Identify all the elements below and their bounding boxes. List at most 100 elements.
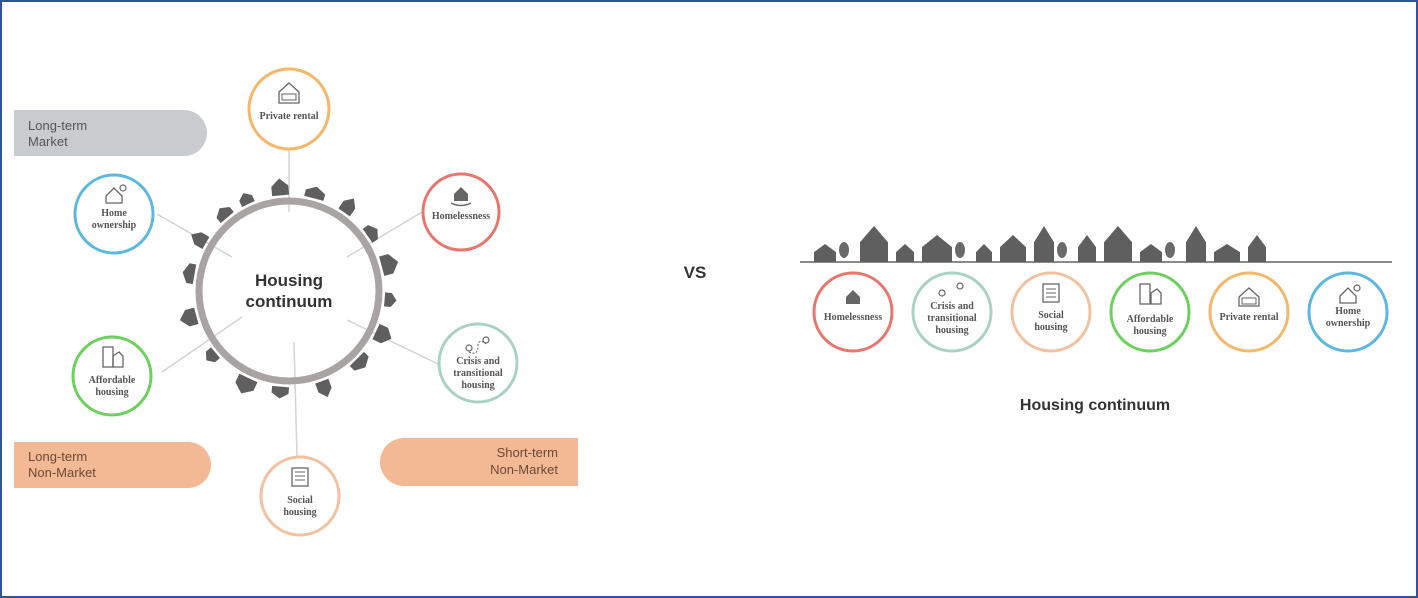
ring-house-icon	[235, 373, 258, 394]
node-label: housing	[461, 380, 494, 391]
linear-node-homelessness: Homelessness	[812, 271, 894, 353]
node-home-ownership: Home ownership	[73, 173, 155, 255]
tree-icon	[1165, 242, 1175, 258]
street-house-icon	[814, 244, 836, 262]
street-house-icon	[1034, 226, 1054, 262]
continuum-ring: Housing continuum	[179, 178, 399, 399]
street-house-icon	[1140, 244, 1162, 262]
ring-house-icon	[338, 198, 356, 217]
tree-icon	[839, 242, 849, 258]
node-label: Affordable	[89, 375, 136, 386]
linear-node-affordable-housing: Affordable housing	[1109, 271, 1191, 353]
apartment-building-icon	[291, 467, 309, 487]
house-hand-icon	[846, 290, 860, 304]
street-house-icon	[1186, 226, 1206, 262]
node-label: housing	[1034, 322, 1067, 333]
buildings-icon	[1139, 283, 1162, 305]
house-key-icon	[105, 184, 127, 204]
ring-house-icon	[271, 178, 290, 197]
node-label: housing	[935, 325, 968, 336]
market-label: Market	[28, 134, 68, 149]
ring-house-icon	[362, 225, 378, 243]
street-house-icon	[976, 244, 992, 262]
long-term-label-2: Long-term	[28, 449, 87, 464]
street-houses	[814, 226, 1266, 262]
vs-label: VS	[684, 263, 707, 282]
streetscape	[800, 226, 1392, 263]
node-social-housing: Social housing	[259, 455, 341, 537]
node-label: housing	[95, 387, 128, 398]
street-house-icon	[1078, 235, 1096, 262]
street-house-icon	[1248, 235, 1266, 262]
ring-house-icon	[216, 206, 234, 223]
node-label: Social	[287, 495, 313, 506]
node-label: Private rental	[260, 111, 319, 122]
node-label: Private rental	[1220, 312, 1279, 323]
long-term-market-band: Long-term Market	[14, 110, 207, 156]
route-pin-icon	[938, 282, 964, 297]
street-house-icon	[922, 235, 952, 262]
ring-house-icon	[372, 323, 392, 344]
node-affordable-housing: Affordable housing	[71, 335, 153, 417]
rent-sign-icon	[278, 82, 300, 104]
node-label: housing	[1133, 326, 1166, 337]
node-label: Homelessness	[824, 312, 882, 323]
node-homelessness: Homelessness	[421, 172, 501, 252]
street-house-icon	[1000, 235, 1026, 262]
center-title-line2: continuum	[246, 292, 333, 311]
linear-node-private-rental: Private rental	[1208, 271, 1290, 353]
node-label: transitional	[453, 368, 503, 379]
ring-house-icon	[205, 347, 220, 363]
linear-nodes: Homelessness Crisis and transitional hou…	[812, 271, 1389, 353]
street-house-icon	[1104, 226, 1132, 262]
street-house-icon	[1214, 244, 1240, 262]
node-label: Social	[1038, 310, 1064, 321]
node-label: housing	[283, 507, 316, 518]
street-house-icon	[860, 226, 888, 262]
long-term-non-market-band: Long-term Non-Market	[14, 442, 211, 488]
node-private-rental: Private rental	[247, 67, 331, 151]
ring-house-icon	[304, 186, 326, 201]
linear-node-social-housing: Social housing	[1010, 271, 1092, 353]
center-title-line1: Housing	[255, 271, 323, 290]
short-term-label: Short-term	[497, 445, 558, 460]
node-label: Homelessness	[432, 211, 490, 222]
ring-house-icon	[379, 254, 399, 276]
node-label: Crisis and	[930, 301, 974, 312]
ring-house-icon	[271, 385, 290, 399]
route-pin-icon	[465, 336, 490, 354]
linear-node-crisis-transitional: Crisis and transitional housing	[911, 271, 993, 353]
rent-sign-icon	[1238, 287, 1260, 307]
long-term-label: Long-term	[28, 118, 87, 133]
tree-icon	[955, 242, 965, 258]
node-label: Crisis and	[456, 356, 500, 367]
house-hand-icon	[450, 187, 472, 207]
house-key-icon	[1339, 284, 1361, 304]
node-label: transitional	[927, 313, 977, 324]
ring-house-icon	[349, 351, 369, 371]
apartment-building-icon	[1042, 283, 1060, 303]
node-crisis-transitional: Crisis and transitional housing	[437, 322, 519, 404]
node-label: Affordable	[1127, 314, 1174, 325]
ring-house-icon	[239, 193, 255, 207]
linear-title: Housing continuum	[1020, 397, 1170, 414]
node-label: Home	[101, 208, 127, 219]
node-label: ownership	[92, 220, 137, 231]
linear-node-home-ownership: Home ownership	[1307, 271, 1389, 353]
ring-house-icon	[179, 307, 199, 327]
ring-house-icon	[315, 378, 332, 398]
street-house-icon	[896, 244, 914, 262]
buildings-icon	[102, 346, 124, 368]
short-term-non-market-band: Short-term Non-Market	[380, 438, 578, 486]
ring-houses	[179, 178, 399, 399]
tree-icon	[1057, 242, 1067, 258]
ring-house-icon	[182, 263, 197, 285]
non-market-label-2: Non-Market	[490, 462, 558, 477]
non-market-label: Non-Market	[28, 465, 96, 480]
node-label: Home	[1335, 306, 1361, 317]
ring-house-icon	[383, 292, 397, 307]
ring-house-icon	[191, 232, 210, 250]
node-label: ownership	[1326, 318, 1371, 329]
